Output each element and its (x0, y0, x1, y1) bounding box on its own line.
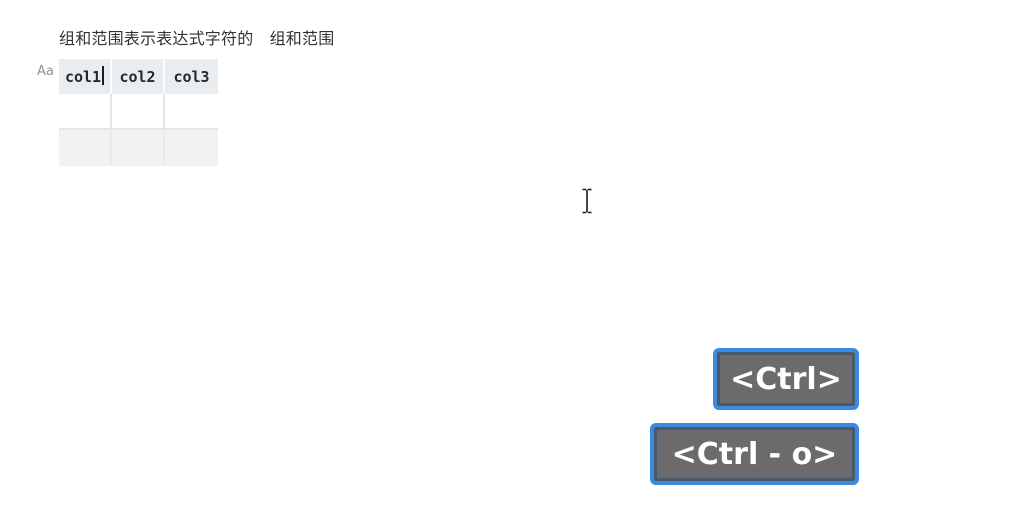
table-cell[interactable] (165, 130, 218, 166)
table-cell[interactable] (112, 130, 165, 166)
table-header-text: col2 (119, 67, 156, 86)
table-header-cell-col2[interactable]: col2 (112, 59, 165, 94)
format-hint-label: Aa (37, 64, 54, 79)
table-cell[interactable] (112, 94, 165, 130)
table-cell[interactable] (59, 94, 112, 130)
table-header-text: col3 (173, 67, 210, 86)
markdown-table: col1 col2 col3 (59, 59, 218, 166)
text-caret (102, 66, 105, 85)
table-header-cell-col3[interactable]: col3 (165, 59, 218, 94)
table-header-cell-col1[interactable]: col1 (59, 59, 112, 94)
document-text-line[interactable]: 组和范围表示表达式字符的 组和范围 (59, 29, 335, 48)
keypress-overlay-ctrl-o: <Ctrl - o> (650, 423, 859, 485)
table-cell[interactable] (165, 94, 218, 130)
table-header-text: col1 (64, 67, 102, 86)
keypress-overlay-ctrl: <Ctrl> (713, 348, 859, 410)
i-beam-cursor-icon (582, 188, 592, 214)
table-cell[interactable] (59, 130, 112, 166)
